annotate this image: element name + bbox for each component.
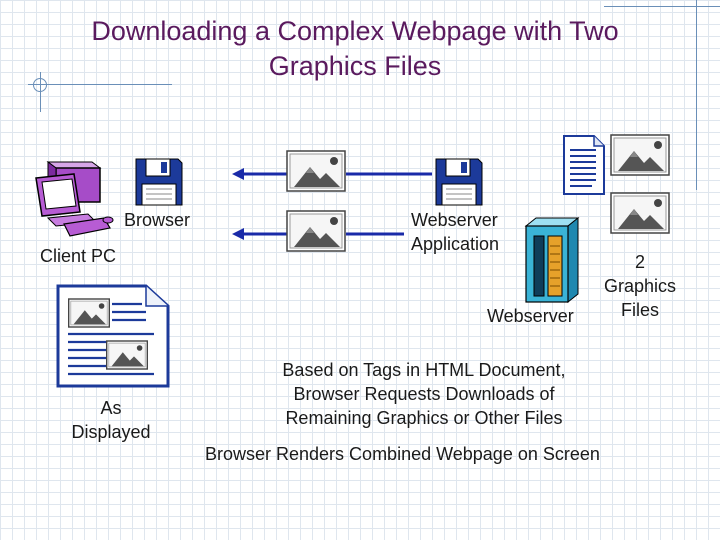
tags-note: Based on Tags in HTML Document, Browser … xyxy=(282,360,566,428)
webserver-label: Webserver xyxy=(487,306,574,326)
left-arrow-icon xyxy=(232,168,292,180)
computer-icon xyxy=(35,161,114,237)
decor-corner-horizontal xyxy=(604,6,720,7)
decor-circle xyxy=(33,78,47,92)
webserver-application-label: Webserver Application xyxy=(411,210,500,254)
decor-vertical-rule xyxy=(40,72,41,112)
image-file-icon xyxy=(610,192,670,234)
image-file-icon xyxy=(106,340,148,370)
image-file-icon xyxy=(610,134,670,176)
decor-horizontal-rule xyxy=(28,84,172,85)
server-icon xyxy=(524,216,580,304)
image-file-icon xyxy=(286,150,346,192)
slide-title: Downloading a Complex Webpage with Two G… xyxy=(91,16,619,81)
client-pc-label: Client PC xyxy=(40,246,117,266)
left-arrow-icon xyxy=(346,232,404,236)
floppy-disk-icon xyxy=(135,158,183,206)
decor-corner-vertical xyxy=(696,0,697,190)
graphics-files-label: 2 Graphics Files xyxy=(603,252,677,320)
render-note: Browser Renders Combined Webpage on Scre… xyxy=(205,444,600,464)
image-file-icon xyxy=(68,298,110,328)
floppy-disk-icon xyxy=(435,158,483,206)
left-arrow-icon xyxy=(232,228,292,240)
left-arrow-icon xyxy=(346,172,432,176)
as-displayed-label: As Displayed xyxy=(71,398,151,442)
browser-label: Browser xyxy=(124,210,191,230)
document-icon xyxy=(563,135,605,195)
image-file-icon xyxy=(286,210,346,252)
